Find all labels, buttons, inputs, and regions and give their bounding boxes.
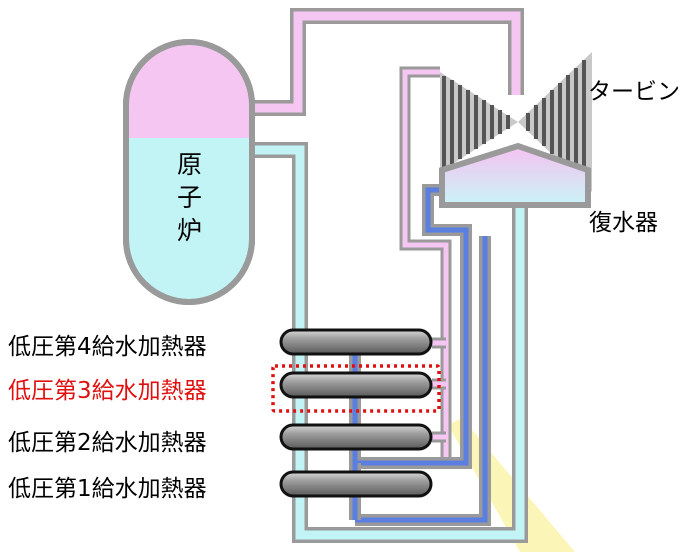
turbine-label: タービン bbox=[588, 79, 680, 105]
condenser bbox=[439, 142, 591, 208]
reactor-vessel bbox=[123, 39, 255, 305]
extraction-steam-pipe bbox=[399, 66, 452, 460]
reactor-label-char-3: 炉 bbox=[177, 216, 203, 245]
heater-1 bbox=[279, 470, 433, 498]
heater-2-label: 低圧第2給水加熱器 bbox=[8, 430, 207, 456]
heater-3-label: 低圧第3給水加熱器 bbox=[8, 378, 207, 404]
heater-2 bbox=[279, 423, 433, 451]
heater-1-label: 低圧第1給水加熱器 bbox=[8, 476, 207, 502]
reactor-label-char-1: 原 bbox=[177, 150, 203, 179]
turbine bbox=[440, 52, 592, 192]
reactor-label-char-2: 子 bbox=[177, 183, 203, 212]
heater-4 bbox=[279, 328, 433, 356]
heater-3 bbox=[279, 371, 433, 399]
heater-4-label: 低圧第4給水加熱器 bbox=[8, 334, 207, 360]
feedwater-pipe bbox=[252, 142, 528, 543]
main-steam-pipe bbox=[252, 8, 524, 116]
heater-3-highlight bbox=[271, 364, 441, 413]
condenser-label: 復水器 bbox=[589, 210, 658, 236]
